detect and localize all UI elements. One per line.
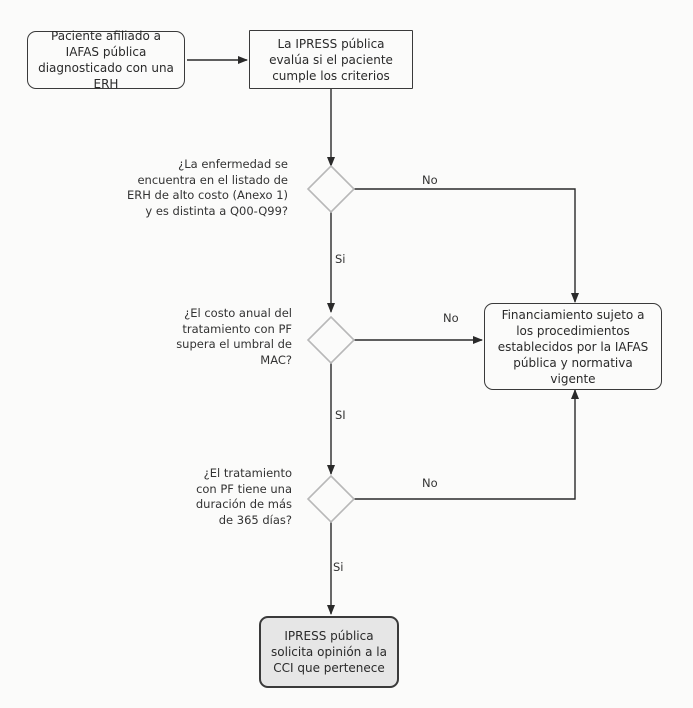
decision-diamond-q3	[306, 474, 356, 524]
label-q3-no: No	[422, 476, 438, 490]
question-1: ¿La enfermedad se encuentra en el listad…	[126, 157, 288, 218]
arrow-q3-no	[354, 389, 579, 500]
arrow-q1-no	[354, 188, 579, 303]
evaluate-node: La IPRESS pública evalúa si el paciente …	[249, 30, 413, 89]
label-q1-yes: Si	[335, 252, 346, 266]
label-q2-no: No	[443, 311, 459, 325]
decision-diamond-q1	[306, 164, 356, 214]
label-q2-yes: SI	[335, 408, 346, 422]
financing-node: Financiamiento sujeto a los procedimient…	[484, 303, 662, 390]
question-3: ¿El tratamiento con PF tiene una duració…	[195, 466, 292, 527]
end-node: IPRESS pública solicita opinión a la CCI…	[259, 616, 399, 688]
label-q3-yes: Si	[333, 560, 344, 574]
label-q1-no: No	[422, 173, 438, 187]
financing-node-text: Financiamiento sujeto a los procedimient…	[497, 307, 649, 386]
question-2: ¿El costo anual del tratamiento con PF s…	[176, 306, 292, 367]
evaluate-node-text: La IPRESS pública evalúa si el paciente …	[269, 36, 393, 83]
start-node-text: Paciente afiliado a IAFAS pública diagno…	[38, 29, 174, 91]
decision-diamond-q2	[306, 315, 356, 365]
end-node-text: IPRESS pública solicita opinión a la CCI…	[271, 629, 387, 675]
start-node: Paciente afiliado a IAFAS pública diagno…	[27, 29, 185, 91]
